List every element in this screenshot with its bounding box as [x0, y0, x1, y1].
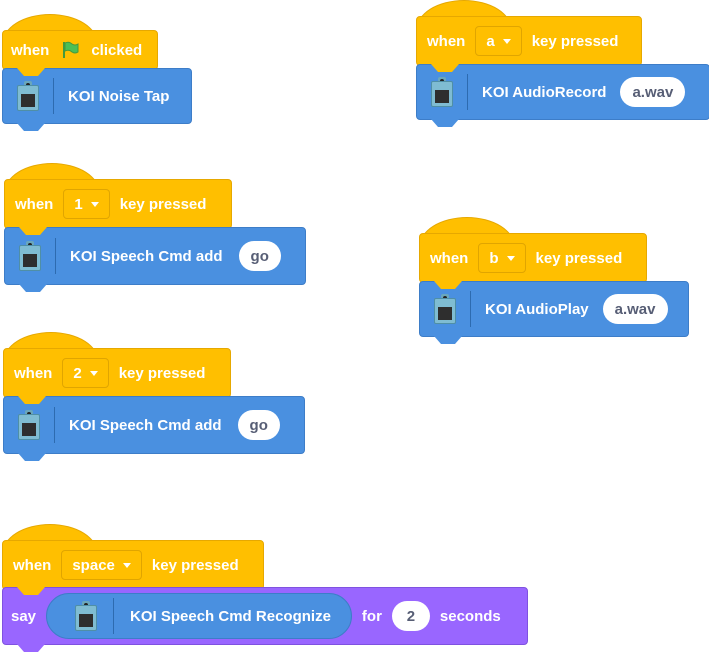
when-flag-clicked-hat[interactable]: when clicked: [2, 30, 158, 70]
key-dropdown[interactable]: b: [478, 243, 526, 273]
key-pressed-label: key pressed: [535, 249, 623, 267]
key-value: 1: [74, 195, 83, 213]
separator: [467, 74, 468, 110]
when-key-pressed-hat[interactable]: when a key pressed: [416, 16, 642, 66]
koi-audio-record-block[interactable]: KOI AudioRecord a.wav: [416, 64, 709, 127]
koi-device-icon: [434, 294, 456, 324]
filename-input[interactable]: a.wav: [602, 294, 668, 324]
notch: [19, 227, 47, 235]
koi-audio-play-block[interactable]: KOI AudioPlay a.wav: [419, 281, 689, 344]
when-label: when: [11, 41, 50, 59]
koi-device-icon: [19, 241, 41, 271]
notch: [17, 644, 45, 652]
koi-device-icon: [17, 81, 39, 111]
koi-speech-cmd-add-block[interactable]: KOI Speech Cmd add go: [4, 227, 306, 292]
when-key-pressed-hat[interactable]: when space key pressed: [2, 540, 264, 590]
say-label: say: [11, 607, 37, 625]
block-label: KOI AudioRecord: [482, 83, 607, 101]
say-for-seconds-block[interactable]: say KOI Speech Cmd Recognize for 2 secon…: [2, 587, 528, 652]
for-label: for: [361, 607, 382, 625]
key-dropdown[interactable]: 2: [62, 358, 109, 388]
when-key-pressed-hat[interactable]: when b key pressed: [419, 233, 647, 283]
notch: [18, 453, 46, 461]
reporter-label: KOI Speech Cmd Recognize: [130, 607, 331, 625]
when-label: when: [427, 32, 466, 50]
chevron-down-icon: [89, 370, 98, 376]
chevron-down-icon: [506, 255, 515, 261]
key-pressed-label: key pressed: [151, 556, 239, 574]
when-key-pressed-hat[interactable]: when 2 key pressed: [3, 348, 231, 398]
chevron-down-icon: [90, 201, 99, 207]
key-dropdown[interactable]: space: [61, 550, 142, 580]
separator: [470, 291, 471, 327]
filename-input[interactable]: a.wav: [620, 77, 686, 107]
separator: [55, 238, 56, 274]
notch: [19, 284, 47, 292]
green-flag-icon: [63, 41, 79, 58]
command-input[interactable]: go: [238, 241, 281, 271]
block-label: KOI AudioPlay: [485, 300, 589, 318]
notch: [434, 336, 462, 344]
notch: [18, 396, 46, 404]
key-value: 2: [73, 364, 82, 382]
chevron-down-icon: [502, 38, 511, 44]
notch: [17, 123, 45, 131]
when-label: when: [13, 556, 52, 574]
notch: [434, 281, 462, 289]
koi-speech-cmd-add-block[interactable]: KOI Speech Cmd add go: [3, 396, 305, 461]
chevron-down-icon: [122, 562, 131, 568]
when-label: when: [15, 195, 54, 213]
koi-device-icon: [431, 77, 453, 107]
notch: [17, 587, 45, 595]
separator: [54, 407, 55, 443]
block-label: KOI Speech Cmd add: [69, 416, 222, 434]
koi-device-icon: [18, 410, 40, 440]
key-value: b: [489, 249, 499, 267]
clicked-label: clicked: [91, 41, 143, 59]
key-dropdown[interactable]: 1: [63, 189, 110, 219]
key-value: space: [72, 556, 115, 574]
notch: [431, 119, 459, 127]
when-key-pressed-hat[interactable]: when 1 key pressed: [4, 179, 232, 229]
koi-noise-tap-block[interactable]: KOI Noise Tap: [2, 68, 192, 131]
koi-speech-cmd-recognize-reporter[interactable]: KOI Speech Cmd Recognize: [46, 593, 352, 639]
block-label: KOI Noise Tap: [68, 87, 170, 105]
seconds-label: seconds: [439, 607, 501, 625]
separator: [53, 78, 54, 114]
when-label: when: [430, 249, 469, 267]
command-input[interactable]: go: [237, 410, 280, 440]
key-value: a: [486, 32, 495, 50]
key-dropdown[interactable]: a: [475, 26, 522, 56]
separator: [113, 598, 115, 634]
block-label: KOI Speech Cmd add: [70, 247, 223, 265]
notch: [17, 68, 45, 76]
key-pressed-label: key pressed: [531, 32, 619, 50]
key-pressed-label: key pressed: [118, 364, 206, 382]
koi-device-icon: [75, 601, 98, 631]
seconds-input[interactable]: 2: [391, 601, 430, 631]
key-pressed-label: key pressed: [119, 195, 207, 213]
notch: [431, 64, 459, 72]
when-label: when: [14, 364, 53, 382]
